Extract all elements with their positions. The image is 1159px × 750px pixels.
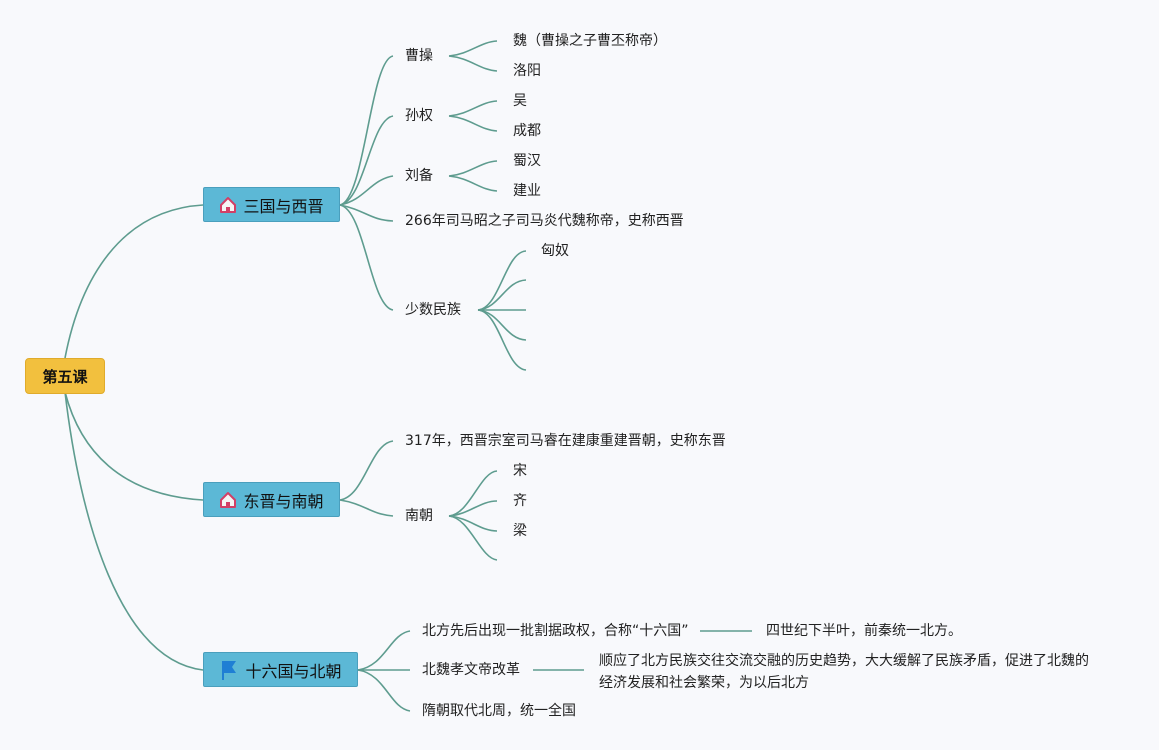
house-icon — [219, 491, 237, 509]
branch-caocao[interactable]: 曹操 — [405, 48, 433, 64]
leaf-xiongnu[interactable]: 匈奴 — [541, 243, 569, 259]
topic-three-kingdoms-western-jin[interactable]: 三国与西晋 — [203, 187, 340, 222]
root-node[interactable]: 第五课 — [25, 358, 105, 394]
branch-sixteen-kingdoms[interactable]: 北方先后出现一批割据政权，合称“十六国” — [422, 623, 689, 639]
root-label: 第五课 — [42, 367, 88, 386]
leaf-chengdu[interactable]: 成都 — [513, 123, 541, 139]
branch-sui-unification[interactable]: 隋朝取代北周，统一全国 — [422, 703, 576, 719]
branch-liubei[interactable]: 刘备 — [405, 168, 433, 184]
branch-southern-dynasties[interactable]: 南朝 — [405, 508, 433, 524]
branch-sunquan[interactable]: 孙权 — [405, 108, 433, 124]
branch-western-jin[interactable]: 266年司马昭之子司马炎代魏称帝，史称西晋 — [405, 213, 684, 229]
leaf-wu[interactable]: 吴 — [513, 93, 527, 109]
leaf-reform-effect[interactable]: 顺应了北方民族交往交流交融的历史趋势，大大缓解了民族矛盾，促进了北魏的经济发展和… — [599, 653, 1089, 691]
topic-label: 十六国与北朝 — [245, 661, 342, 681]
leaf-former-qin[interactable]: 四世纪下半叶，前秦统一北方。 — [766, 623, 962, 639]
topic-eastern-jin-southern-dynasties[interactable]: 东晋与南朝 — [203, 482, 340, 517]
topic-label: 三国与西晋 — [243, 196, 324, 216]
branch-minority[interactable]: 少数民族 — [405, 302, 461, 318]
leaf-liang[interactable]: 梁 — [513, 523, 527, 539]
topic-sixteen-kingdoms-northern-dynasties[interactable]: 十六国与北朝 — [203, 652, 358, 687]
leaf-song[interactable]: 宋 — [513, 463, 527, 479]
leaf-qi[interactable]: 齐 — [513, 493, 527, 509]
flag-icon — [219, 659, 239, 681]
house-icon — [219, 196, 237, 214]
branch-eastern-jin[interactable]: 317年，西晋宗室司马睿在建康重建晋朝，史称东晋 — [405, 433, 726, 449]
leaf-shuhan[interactable]: 蜀汉 — [513, 153, 541, 169]
branch-xiaowen-reform[interactable]: 北魏孝文帝改革 — [422, 662, 520, 678]
leaf-wei[interactable]: 魏（曹操之子曹丕称帝） — [513, 33, 667, 49]
leaf-jianye[interactable]: 建业 — [513, 183, 541, 199]
topic-label: 东晋与南朝 — [243, 491, 324, 511]
leaf-luoyang[interactable]: 洛阳 — [513, 63, 541, 79]
